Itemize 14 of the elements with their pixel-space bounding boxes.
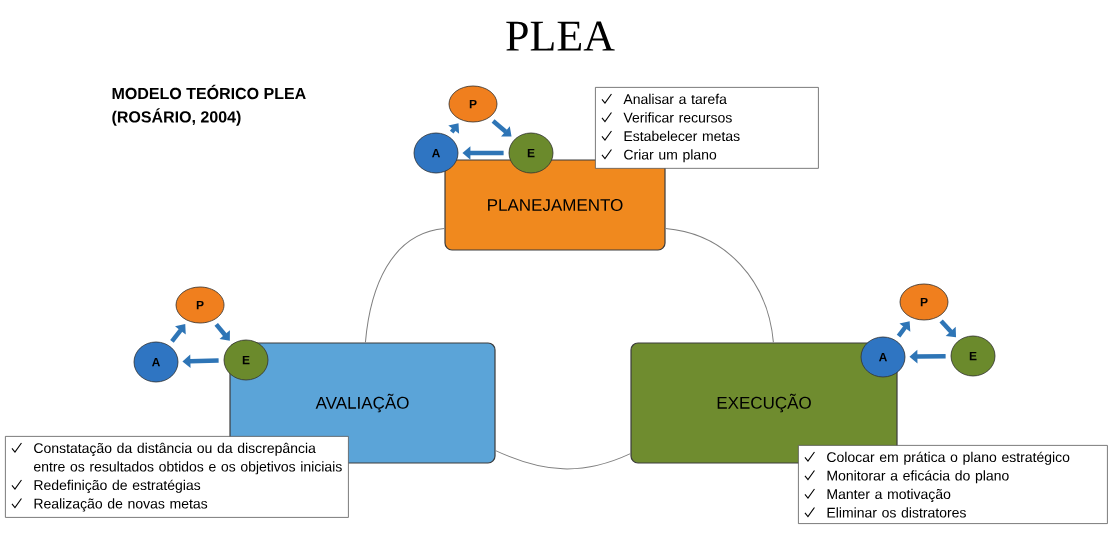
connector-arc [495, 450, 631, 470]
title: PLEA [506, 21, 615, 51]
arrow [214, 322, 230, 341]
model-caption: MODELO TEÓRICO PLEA [112, 84, 306, 100]
checklist-box: Colocar em prática o plano estratégico Monitorar a eficácia do plano Manter a motivação Eliminar os distratores [798, 445, 1108, 524]
arrow [491, 119, 512, 137]
checklist-box: Analisar a tarefa Verificar recursos Estabelecer metas Criar um plano [595, 87, 819, 169]
arrow [170, 324, 186, 343]
arrow [896, 321, 911, 338]
phase-box: PLANEJAMENTO [444, 159, 666, 251]
checklist-box: Constatação da distância ou da discrepância entre os resultados obtidos e os objetivos iniciais Redefinição de estratégias Realização de novas metas [5, 436, 349, 518]
connector-arc [364, 228, 445, 343]
connector-arc [665, 228, 774, 343]
model-caption: (ROSÁRIO, 2004) [112, 108, 241, 126]
